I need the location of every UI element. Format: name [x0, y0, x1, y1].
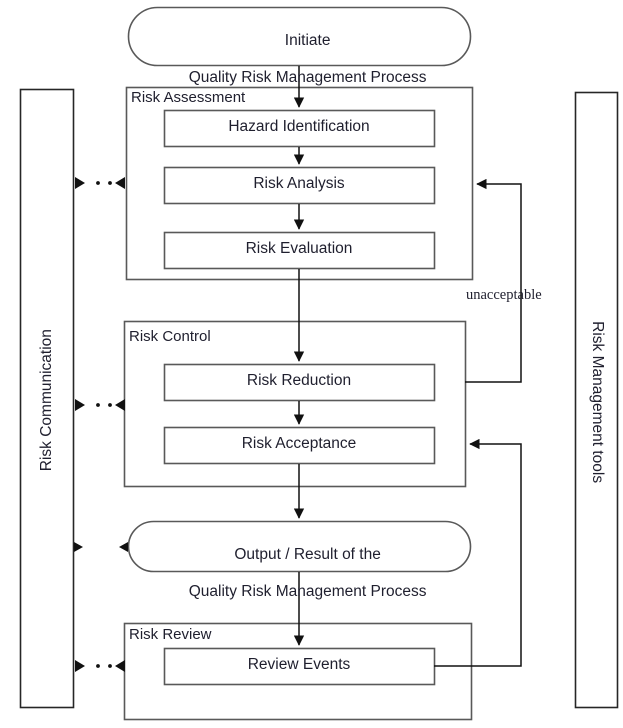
sidebar-risk-management-tools[interactable]: [575, 92, 618, 708]
communication-arrow-output-result: [74, 542, 128, 552]
risk-acceptance-node[interactable]: [164, 427, 435, 464]
communication-arrow-risk-review: [75, 660, 125, 672]
review-events-node[interactable]: [164, 648, 435, 685]
initiate-node[interactable]: [128, 7, 471, 66]
feedback-arrow-unacceptable: [465, 178, 522, 383]
risk-evaluation-node[interactable]: [164, 232, 435, 269]
output-result-node[interactable]: [128, 521, 471, 572]
risk-analysis-box[interactable]: [163, 166, 436, 205]
hazard-identification-node[interactable]: [164, 110, 435, 147]
risk-evaluation-box[interactable]: [163, 231, 436, 270]
sidebar-risk-communication-box[interactable]: [19, 88, 75, 709]
risk-analysis-node[interactable]: [164, 167, 435, 204]
hazard-identification-box[interactable]: [163, 109, 436, 148]
risk-reduction-node[interactable]: [164, 364, 435, 401]
communication-arrow-risk-control: [75, 399, 125, 411]
risk-reduction-box[interactable]: [163, 363, 436, 402]
feedback-arrow-review-to-risk-acceptance: [434, 438, 522, 667]
initiate-node-shape[interactable]: [127, 6, 472, 67]
review-events-box[interactable]: [163, 647, 436, 686]
output-result-node-shape[interactable]: [127, 520, 472, 573]
sidebar-risk-communication[interactable]: [20, 89, 74, 708]
communication-arrow-risk-assessment: [75, 177, 125, 189]
risk-acceptance-box[interactable]: [163, 426, 436, 465]
sidebar-risk-management-tools-box[interactable]: [574, 91, 619, 709]
